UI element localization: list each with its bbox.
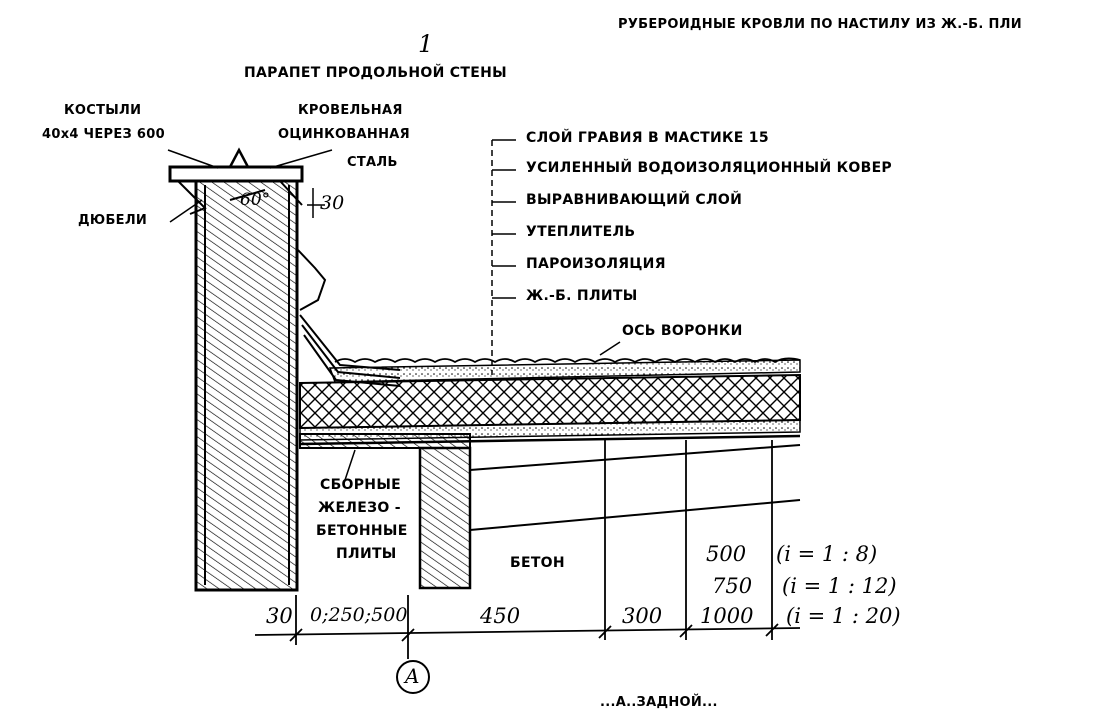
label-kostyli: КОСТЫЛИ bbox=[64, 103, 142, 118]
label-steel-3: СТАЛЬ bbox=[347, 155, 398, 170]
flashing bbox=[297, 249, 401, 387]
layer-rc-slabs: Ж.-Б. ПЛИТЫ bbox=[526, 288, 638, 304]
axis-label: A bbox=[405, 664, 420, 688]
label-steel-2: ОЦИНКОВАННАЯ bbox=[278, 127, 410, 142]
axis-bubble bbox=[396, 660, 430, 694]
dimension-line bbox=[254, 440, 801, 670]
label-slabs-1: СБОРНЫЕ bbox=[320, 477, 401, 493]
layer-vapor-barrier: ПАРОИЗОЛЯЦИЯ bbox=[526, 256, 666, 272]
dim-30: 30 bbox=[266, 604, 293, 628]
layer-gravel: СЛОЙ ГРАВИЯ В МАСТИКЕ 15 bbox=[526, 130, 769, 146]
label-funnel-axis: ОСЬ ВОРОНКИ bbox=[622, 323, 743, 339]
label-slabs-3: БЕТОННЫЕ bbox=[316, 523, 408, 539]
roof-layers bbox=[299, 357, 801, 446]
parapet-wall bbox=[194, 176, 299, 592]
dim-300: 300 bbox=[622, 604, 663, 628]
section-subtitle: ПАРАПЕТ ПРОДОЛЬНОЙ СТЕНЫ bbox=[244, 65, 507, 81]
label-kostyli-spec: 40x4 ЧЕРЕЗ 600 bbox=[42, 127, 165, 142]
dim-450: 450 bbox=[480, 604, 521, 628]
sheet-number: 1 bbox=[418, 30, 434, 58]
precast-slabs bbox=[299, 433, 801, 590]
parapet-cap bbox=[168, 147, 304, 215]
dim-500: 500 bbox=[706, 542, 747, 566]
dim-1000: 1000 bbox=[700, 604, 754, 628]
leader-lines bbox=[167, 139, 621, 481]
layer-leveling: ВЫРАВНИВАЮЩИЙ СЛОЙ bbox=[526, 192, 743, 208]
layer-waterproofing: УСИЛЕННЫЙ ВОДОИЗОЛЯЦИОННЫЙ КОВЕР bbox=[526, 160, 892, 176]
slope-1-12: (i = 1 : 12) bbox=[782, 574, 897, 598]
label-steel-1: КРОВЕЛЬНАЯ bbox=[298, 103, 403, 118]
slope-1-20: (i = 1 : 20) bbox=[786, 604, 901, 628]
layer-insulation: УТЕПЛИТЕЛЬ bbox=[526, 224, 636, 240]
label-slabs-4: ПЛИТЫ bbox=[336, 546, 397, 562]
label-dubeli: ДЮБЕЛИ bbox=[78, 213, 148, 228]
drawing-title: РУБЕРОИДНЫЕ КРОВЛИ ПО НАСТИЛУ ИЗ Ж.-Б. П… bbox=[618, 17, 1022, 32]
dim-750: 750 bbox=[712, 574, 753, 598]
dim-variable: 0;250;500 bbox=[310, 604, 408, 626]
label-concrete: БЕТОН bbox=[510, 555, 565, 571]
slope-1-8: (i = 1 : 8) bbox=[776, 542, 878, 566]
bottom-caption: ...А..ЗАДНОЙ... bbox=[600, 695, 718, 710]
label-angle: 60° bbox=[240, 190, 271, 210]
label-slabs-2: ЖЕЛЕЗО - bbox=[318, 500, 401, 516]
label-dim-30-top: 30 bbox=[320, 192, 345, 214]
